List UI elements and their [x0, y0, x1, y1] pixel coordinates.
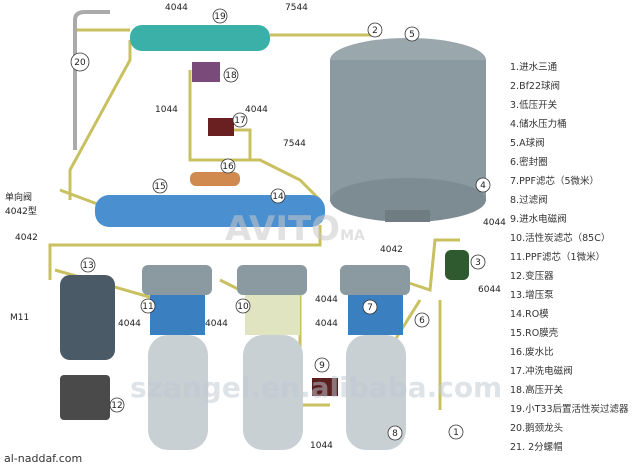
faucet-20 — [73, 10, 110, 150]
callout-number: 16 — [222, 162, 234, 172]
callout-number: 20 — [74, 58, 86, 68]
label-check-valve: 单向阀 — [5, 191, 32, 203]
callout-number: 3 — [475, 258, 481, 268]
callout-number: 8 — [392, 429, 398, 439]
legend-item: 5.A球阀 — [510, 138, 545, 149]
booster-pump-13 — [60, 275, 115, 360]
label-4044: 4044 — [483, 218, 506, 228]
label-m11: M11 — [10, 313, 29, 323]
legend-item: 8.过滤阀 — [510, 195, 548, 206]
callout-number: 5 — [409, 30, 415, 40]
callout-number: 1 — [453, 428, 459, 438]
label-4044: 4044 — [315, 295, 338, 305]
tank-4 — [330, 38, 486, 222]
legend-item: 11.PPF滤芯（1微米） — [510, 252, 606, 263]
alibaba-watermark: szangel.en.alibaba.com — [130, 371, 503, 404]
label-1044: 1044 — [310, 441, 333, 451]
callouts — [70, 8, 491, 441]
callout-number: 7 — [367, 303, 373, 313]
callout-number: 10 — [237, 302, 249, 312]
ro-membrane-housing-15 — [95, 195, 325, 227]
legend-item: 14.RO模 — [510, 309, 549, 320]
site-credit: al-naddaf.com — [4, 452, 83, 465]
legend-item: 4.储水压力桶 — [510, 119, 567, 130]
callout-number: 13 — [82, 261, 93, 271]
callout-number: 6 — [419, 316, 425, 326]
label-check-valve-type: 4042型 — [5, 206, 37, 217]
label-4044: 4044 — [165, 3, 188, 13]
legend-item: 2.Bf22球阀 — [510, 81, 561, 92]
parts-legend: 1.进水三通 2.Bf22球阀 3.低压开关 4.储水压力桶 5.A球阀 6.密封圈 7.P… — [510, 58, 629, 457]
transformer-12 — [60, 375, 110, 420]
flow-restrictor-16 — [190, 172, 240, 186]
legend-item: 15.RO膜壳 — [510, 328, 559, 339]
inlet-solenoid-9 — [312, 378, 338, 396]
legend-item: 3.低压开关 — [510, 100, 558, 111]
callout-number: 14 — [272, 192, 284, 202]
legend-item: 21. 2分螺帽 — [510, 442, 563, 453]
label-4042: 4042 — [380, 245, 403, 255]
label-6044: 6044 — [478, 285, 501, 295]
label-1044: 1044 — [155, 105, 178, 115]
post-carbon-filter-19 — [130, 25, 270, 51]
legend-item: 12.变压器 — [510, 271, 554, 282]
legend-item: 9.进水电磁阀 — [510, 214, 567, 225]
callout-number: 17 — [234, 116, 245, 126]
callout-number: 19 — [214, 12, 226, 22]
legend-item: 20.鹅颈龙头 — [510, 423, 564, 434]
legend-item: 6.密封圈 — [510, 157, 548, 168]
label-4044: 4044 — [205, 319, 228, 329]
label-4044: 4044 — [118, 319, 141, 329]
callout-number: 12 — [111, 401, 122, 411]
legend-item: 10.活性炭滤芯（85C） — [510, 233, 611, 244]
callout-number: 9 — [319, 361, 325, 371]
legend-item: 7.PPF滤芯（5微米） — [510, 176, 600, 187]
legend-item: 19.小T33后置活性炭过滤器 — [510, 404, 629, 415]
avito-watermark-text: AVITO — [225, 209, 341, 249]
avito-watermark-ma: MA — [340, 228, 365, 244]
legend-item: 13.增压泵 — [510, 290, 554, 301]
label-4042: 4042 — [15, 233, 38, 243]
flush-solenoid-17 — [208, 118, 234, 136]
pre-filters — [142, 265, 410, 450]
legend-item: 1.进水三通 — [510, 62, 558, 73]
callout-number: 18 — [225, 71, 237, 81]
label-4044: 4044 — [315, 319, 338, 329]
label-7544: 7544 — [285, 3, 308, 13]
callout-number: 11 — [142, 302, 153, 312]
callout-number: 15 — [154, 182, 165, 192]
low-pressure-switch-3 — [445, 250, 469, 280]
avito-watermark: AVITOMA — [225, 212, 365, 246]
callout-number: 2 — [372, 26, 378, 36]
legend-item: 17.冲洗电磁阀 — [510, 366, 573, 377]
callout-number: 4 — [480, 181, 486, 191]
high-pressure-switch-18 — [192, 62, 220, 82]
fitting-labels: 4044 7544 1044 4044 7544 单向阀 4042型 4042 … — [5, 3, 506, 451]
label-4044: 4044 — [245, 105, 268, 115]
legend-item: 18.高压开关 — [510, 385, 564, 396]
legend-item: 16.废水比 — [510, 347, 554, 358]
label-7544: 7544 — [283, 139, 306, 149]
